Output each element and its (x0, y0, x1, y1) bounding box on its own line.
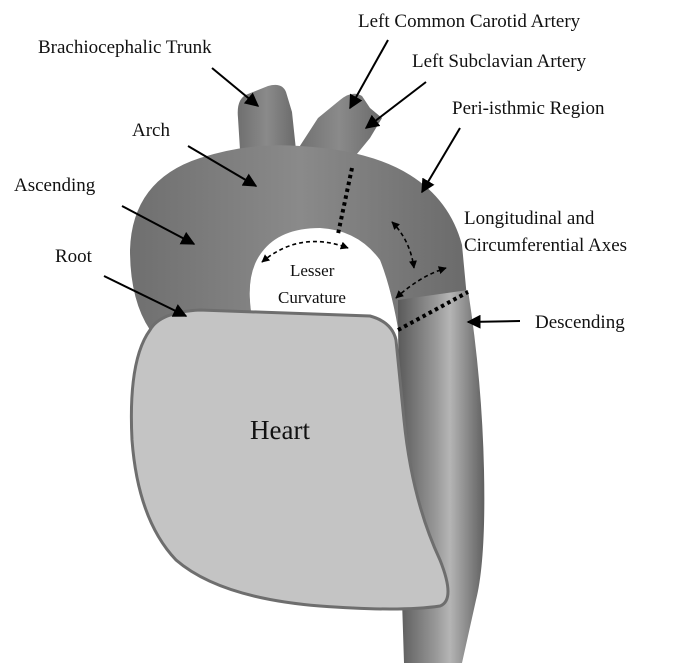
descending-arrow (468, 321, 520, 322)
label-arch: Arch (132, 120, 170, 141)
peri-isthmic-arrow (422, 128, 460, 192)
label-root: Root (55, 246, 93, 267)
label-heart: Heart (250, 415, 310, 445)
label-descending: Descending (535, 312, 625, 333)
brachiocephalic-branch (238, 85, 296, 150)
label-left-common-carotid: Left Common Carotid Artery (358, 11, 581, 32)
label-brachiocephalic-trunk: Brachiocephalic Trunk (38, 37, 212, 58)
label-peri-isthmic: Peri-isthmic Region (452, 98, 605, 119)
brachiocephalic-arrow (212, 68, 258, 106)
label-lesser-line2: Curvature (278, 288, 346, 307)
label-left-subclavian: Left Subclavian Artery (412, 51, 587, 72)
left-common-carotid-arrow (350, 40, 388, 108)
label-axes-line2: Circumferential Axes (464, 235, 627, 256)
label-lesser-line1: Lesser (290, 261, 335, 280)
label-axes-line1: Longitudinal and (464, 208, 595, 229)
left-subclavian-arrow (366, 82, 426, 128)
label-ascending: Ascending (14, 175, 96, 196)
